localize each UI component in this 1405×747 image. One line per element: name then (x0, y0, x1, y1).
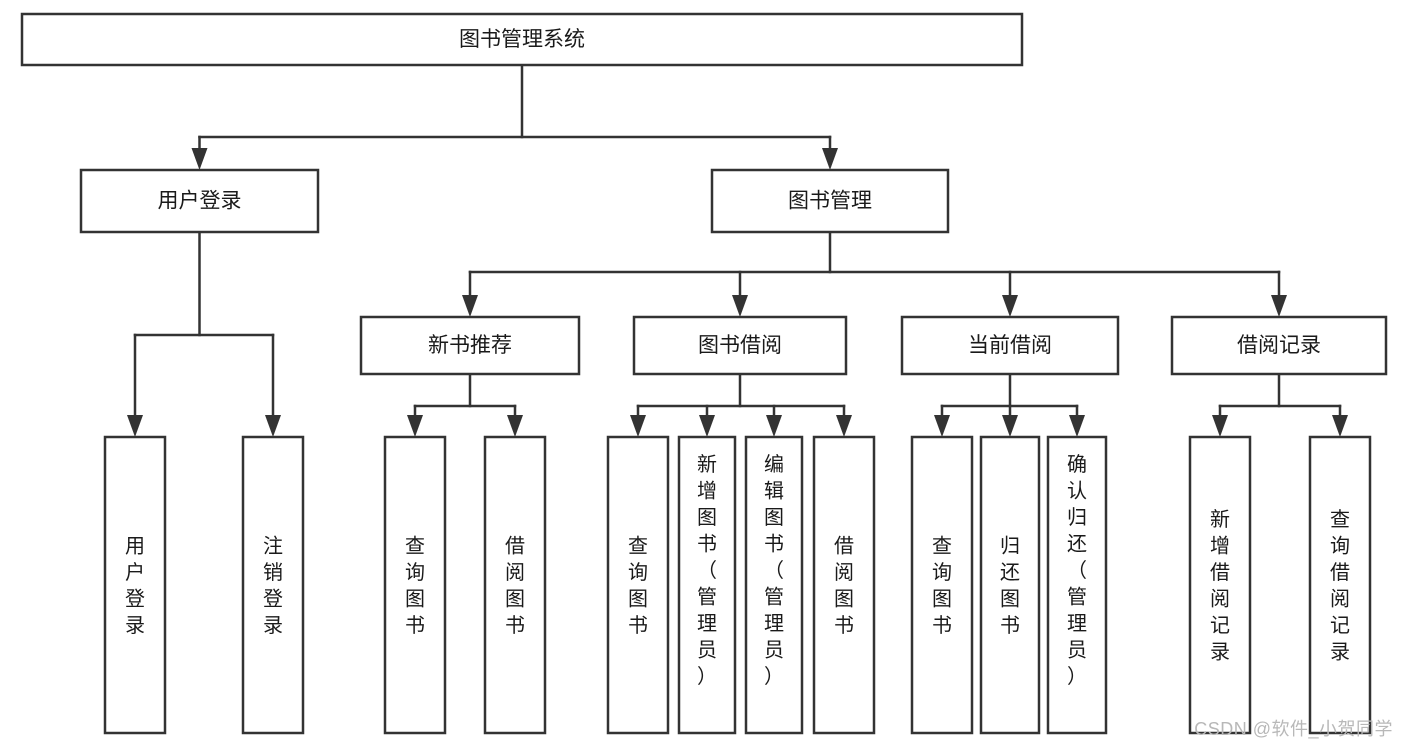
node-label: 新增图书（管理员） (697, 453, 717, 688)
arrow-head-icon (191, 148, 208, 170)
node-box (1046, 435, 1108, 735)
node-leaf-borrow-lend[interactable]: 借阅图书 (812, 435, 876, 735)
arrow-head-icon (1002, 415, 1018, 437)
node-label: 图书管理 (788, 190, 872, 213)
node-leaf-current-query[interactable]: 查询图书 (910, 435, 974, 735)
node-label: 用户登录 (125, 536, 145, 638)
node-label: 确认归还（管理员） (1067, 453, 1087, 688)
node-box (710, 168, 950, 234)
arrow-head-icon (407, 415, 423, 437)
node-leaf-records-query[interactable]: 查询借阅记录 (1308, 435, 1372, 735)
node-box (1308, 435, 1372, 735)
node-leaf-borrow-edit[interactable]: 编辑图书（管理员） (744, 435, 804, 735)
node-box (1188, 435, 1252, 735)
arrow-head-icon (732, 295, 748, 317)
node-box (632, 315, 848, 376)
node-box (241, 435, 305, 735)
arrow-head-icon (1212, 415, 1228, 437)
node-box (744, 435, 804, 735)
node-label: 借阅图书 (505, 535, 525, 638)
node-box (103, 435, 167, 735)
node-records[interactable]: 借阅记录 (1170, 315, 1388, 376)
node-leaf-borrow-add[interactable]: 新增图书（管理员） (677, 435, 737, 735)
node-box (910, 435, 974, 735)
node-login[interactable]: 用户登录 (79, 168, 320, 234)
node-box (79, 168, 320, 234)
node-leaf-newbook-borrow[interactable]: 借阅图书 (483, 435, 547, 735)
node-label: 图书管理系统 (459, 28, 585, 51)
node-label: 查询借阅记录 (1330, 508, 1350, 664)
arrow-head-icon (630, 415, 646, 437)
node-label: 归还图书 (1000, 535, 1020, 638)
arrow-head-icon (265, 415, 281, 437)
connector-layer (127, 63, 1348, 437)
node-label: 图书借阅 (698, 334, 782, 357)
arrow-head-icon (766, 415, 782, 437)
arrow-head-icon (507, 415, 523, 437)
arrow-head-icon (1332, 415, 1348, 437)
node-label: 新书推荐 (428, 334, 512, 357)
node-box (483, 435, 547, 735)
arrow-head-icon (822, 148, 838, 170)
node-label: 查询图书 (405, 535, 425, 638)
node-box (979, 435, 1041, 735)
node-label: 当前借阅 (968, 334, 1052, 357)
arrow-head-icon (1069, 415, 1085, 437)
node-borrow[interactable]: 图书借阅 (632, 315, 848, 376)
node-box (900, 315, 1120, 376)
node-bookmgmt[interactable]: 图书管理 (710, 168, 950, 234)
node-label: 借阅图书 (834, 535, 854, 638)
node-box (383, 435, 447, 735)
node-box (359, 315, 581, 376)
node-current[interactable]: 当前借阅 (900, 315, 1120, 376)
node-leaf-records-add[interactable]: 新增借阅记录 (1188, 435, 1252, 735)
node-newbook[interactable]: 新书推荐 (359, 315, 581, 376)
node-label: 查询图书 (932, 535, 952, 638)
node-label: 查询图书 (628, 535, 648, 638)
node-box (606, 435, 670, 735)
arrow-head-icon (699, 415, 715, 437)
node-label: 编辑图书（管理员） (764, 453, 784, 688)
node-leaf-borrow-query[interactable]: 查询图书 (606, 435, 670, 735)
arrow-head-icon (127, 415, 143, 437)
node-leaf-user-login[interactable]: 用户登录 (103, 435, 167, 735)
node-label: 注销登录 (263, 535, 283, 638)
node-box (1170, 315, 1388, 376)
node-box (812, 435, 876, 735)
arrow-head-icon (1002, 295, 1018, 317)
node-box (20, 12, 1024, 67)
node-label: 新增借阅记录 (1210, 508, 1230, 664)
arrow-head-icon (836, 415, 852, 437)
arrow-head-icon (934, 415, 950, 437)
node-label: 用户登录 (158, 190, 242, 213)
node-box (677, 435, 737, 735)
node-leaf-newbook-query[interactable]: 查询图书 (383, 435, 447, 735)
arrow-head-icon (1271, 295, 1287, 317)
csdn-watermark: CSDN @软件_小贺同学 (1194, 719, 1393, 739)
node-label: 借阅记录 (1237, 334, 1321, 357)
node-root[interactable]: 图书管理系统 (20, 12, 1024, 67)
node-layer: 图书管理系统用户登录图书管理新书推荐图书借阅当前借阅借阅记录用户登录注销登录查询… (20, 12, 1388, 735)
node-leaf-current-return[interactable]: 归还图书 (979, 435, 1041, 735)
node-leaf-user-logout[interactable]: 注销登录 (241, 435, 305, 735)
arrow-head-icon (462, 295, 478, 317)
node-leaf-current-confirm[interactable]: 确认归还（管理员） (1046, 435, 1108, 735)
